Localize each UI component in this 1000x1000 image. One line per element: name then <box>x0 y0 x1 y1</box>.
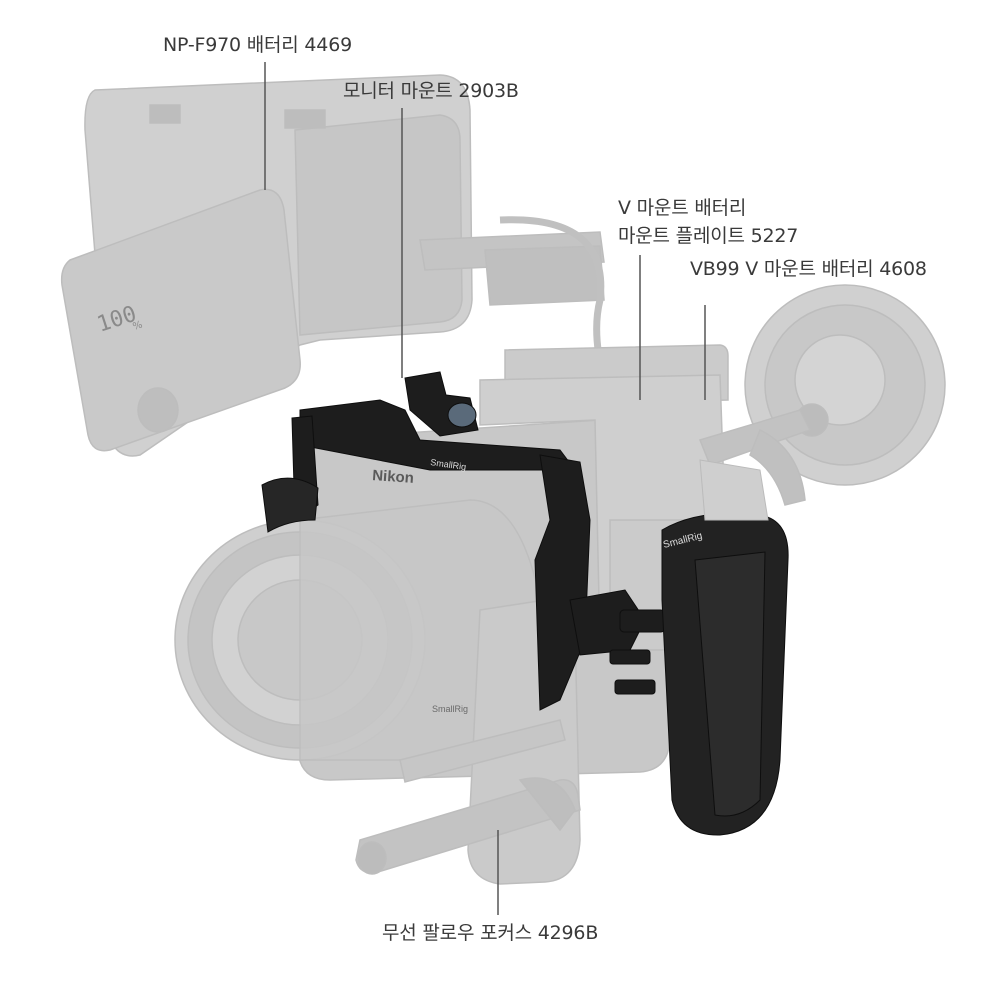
callout-vmount-plate-line2: 마운트 플레이트 5227 <box>618 225 799 247</box>
vb99-battery <box>698 284 946 506</box>
ghost-accessories: 100 % <box>60 74 946 885</box>
npf970-battery: 100 % <box>60 188 301 452</box>
callout-npf970-battery: NP-F970 배터리 4469 <box>163 34 352 56</box>
cage-brand-bottom-text: SmallRig <box>432 704 468 714</box>
battery-display-unit: % <box>132 319 144 332</box>
callout-monitor-mount: 모니터 마운트 2903B <box>343 80 519 102</box>
cage-brand-top-text: SmallRig <box>430 457 467 472</box>
lens <box>174 499 545 761</box>
follow-focus <box>355 599 581 885</box>
cage-highlight <box>261 371 789 836</box>
callout-vb99-battery: VB99 V 마운트 배터리 4608 <box>690 258 927 280</box>
callout-vmount-plate-line1: V 마운트 배터리 <box>618 197 747 219</box>
callout-follow-focus: 무선 팔로우 포커스 4296B <box>382 922 599 944</box>
camera-brand-text: Nikon <box>372 467 415 487</box>
callout-lines <box>264 62 706 915</box>
